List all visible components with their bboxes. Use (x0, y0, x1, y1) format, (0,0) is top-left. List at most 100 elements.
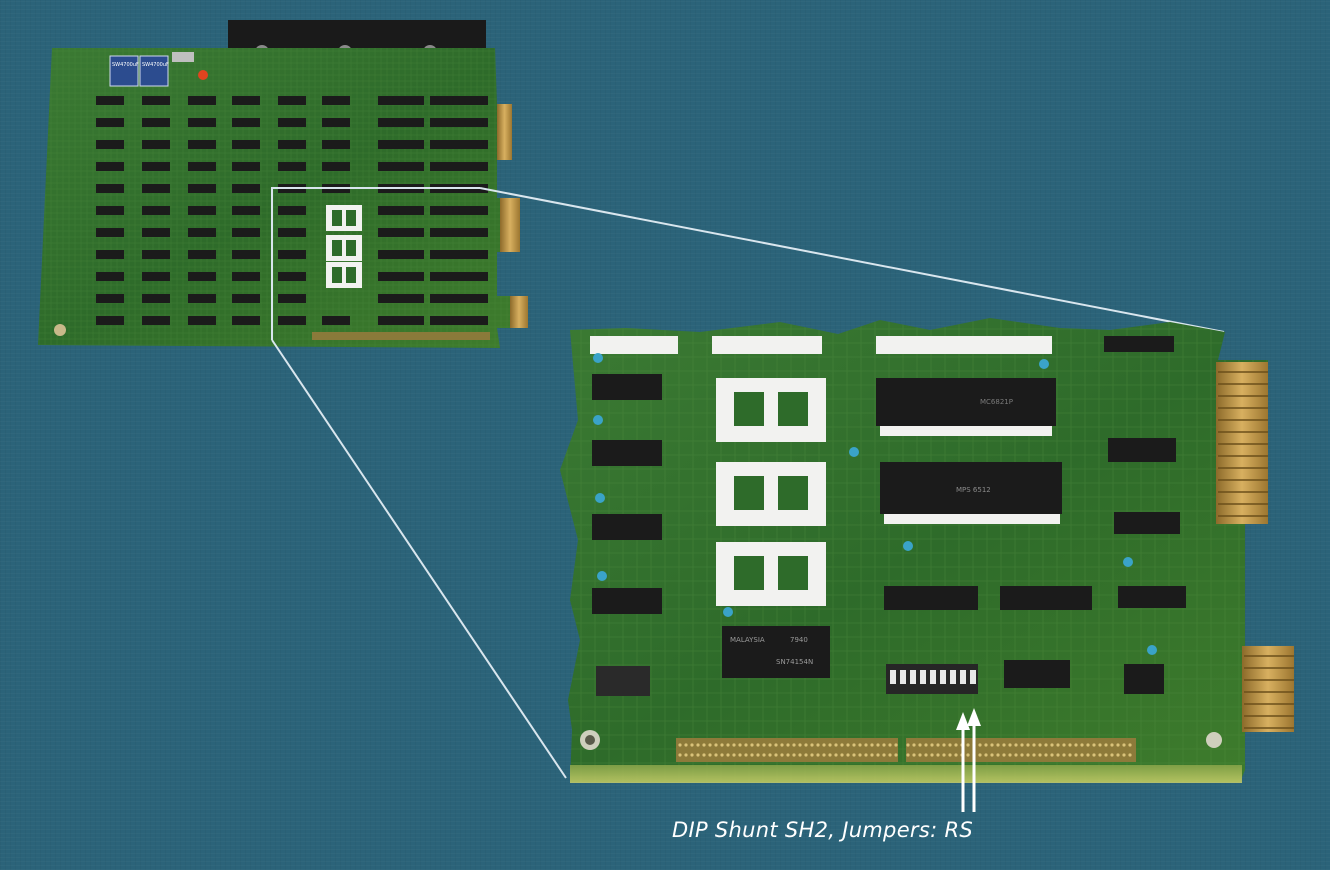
ic-uc2 (592, 440, 662, 466)
header-pin (1002, 743, 1006, 747)
small-ic (378, 162, 424, 171)
header-pin (996, 753, 1000, 757)
header-pin (936, 743, 940, 747)
header-pin (870, 743, 874, 747)
edge-connector-3 (510, 296, 528, 328)
small-ic (142, 162, 170, 171)
header-pin (744, 743, 748, 747)
header-pin (1086, 753, 1090, 757)
header-pin (894, 753, 898, 757)
small-ic (232, 96, 260, 105)
dip-switch-key (920, 670, 926, 684)
capacitor-left-label: SW4700uF (112, 62, 139, 68)
small-ic (142, 250, 170, 259)
header-pin (966, 753, 970, 757)
header-pin (1116, 753, 1120, 757)
small-ic (232, 140, 260, 149)
capacitor (1123, 557, 1133, 567)
small-ic (142, 228, 170, 237)
small-ic (278, 140, 306, 149)
small-ic (278, 118, 306, 127)
header-pin (786, 743, 790, 747)
header-pin (852, 743, 856, 747)
header-pin (864, 753, 868, 757)
header-pin (744, 753, 748, 757)
header-pin (1116, 743, 1120, 747)
dip-switch-key (950, 670, 956, 684)
small-ic (96, 96, 124, 105)
header-pin (918, 753, 922, 757)
zoom-callout (271, 187, 1225, 779)
header-pin (1104, 743, 1108, 747)
jumper-arrows (956, 708, 981, 812)
header-pin (954, 753, 958, 757)
header-pin (756, 753, 760, 757)
small-ic (460, 272, 488, 281)
small-board-ics (96, 96, 488, 325)
header-pin (798, 743, 802, 747)
header-pin (804, 743, 808, 747)
header-pin (768, 753, 772, 757)
small-ic (188, 228, 216, 237)
header-pin (762, 753, 766, 757)
small-ic (278, 294, 306, 303)
small-ic (278, 228, 306, 237)
header-pin (948, 743, 952, 747)
small-ic (96, 140, 124, 149)
small-ic (188, 96, 216, 105)
small-ic (232, 228, 260, 237)
small-ic (232, 272, 260, 281)
header-pin (792, 743, 796, 747)
header-pin (690, 753, 694, 757)
header-pin (930, 753, 934, 757)
small-ic (378, 272, 424, 281)
small-ic (322, 96, 350, 105)
header-pin (678, 743, 682, 747)
header-pin (786, 753, 790, 757)
header-pin (1008, 743, 1012, 747)
header-pin (924, 743, 928, 747)
header-pin (846, 753, 850, 757)
header-pin (822, 753, 826, 757)
header-pin (1002, 753, 1006, 757)
edge-connector-bottom (1242, 646, 1294, 732)
small-ic (96, 118, 124, 127)
blue-capacitors (593, 353, 1157, 655)
header-pin (1056, 743, 1060, 747)
header-pin (1074, 743, 1078, 747)
full-board-photo: SW4700uF SW4700uF (38, 20, 528, 348)
small-ic (188, 294, 216, 303)
ic-ua5 (1108, 438, 1176, 462)
header-pin (882, 743, 886, 747)
header-pin (780, 743, 784, 747)
header-pin (702, 753, 706, 757)
header-pin (768, 743, 772, 747)
small-ic (188, 206, 216, 215)
small-ic (378, 206, 424, 215)
header-pin (1008, 753, 1012, 757)
header-pin (1068, 743, 1072, 747)
ic-ub1 (1000, 586, 1092, 610)
header-pin (990, 753, 994, 757)
small-ic (322, 118, 350, 127)
small-ic (278, 206, 306, 215)
capacitor (593, 415, 603, 425)
small-ic (278, 272, 306, 281)
small-ic (142, 96, 170, 105)
chip-sn74154n-text: SN74154N (776, 658, 813, 666)
header-pin (1020, 753, 1024, 757)
header-pin (738, 753, 742, 757)
header-pin (870, 753, 874, 757)
small-ic (460, 316, 488, 325)
small-ic (430, 228, 476, 237)
small-ic (460, 228, 488, 237)
small-ic (430, 250, 476, 259)
header-pin (738, 743, 742, 747)
dip-switch-key (940, 670, 946, 684)
header-pin (702, 743, 706, 747)
header-pin (828, 753, 832, 757)
header-pin (1032, 743, 1036, 747)
capacitor (903, 541, 913, 551)
bottom-header-left (676, 738, 898, 762)
header-pin (732, 753, 736, 757)
